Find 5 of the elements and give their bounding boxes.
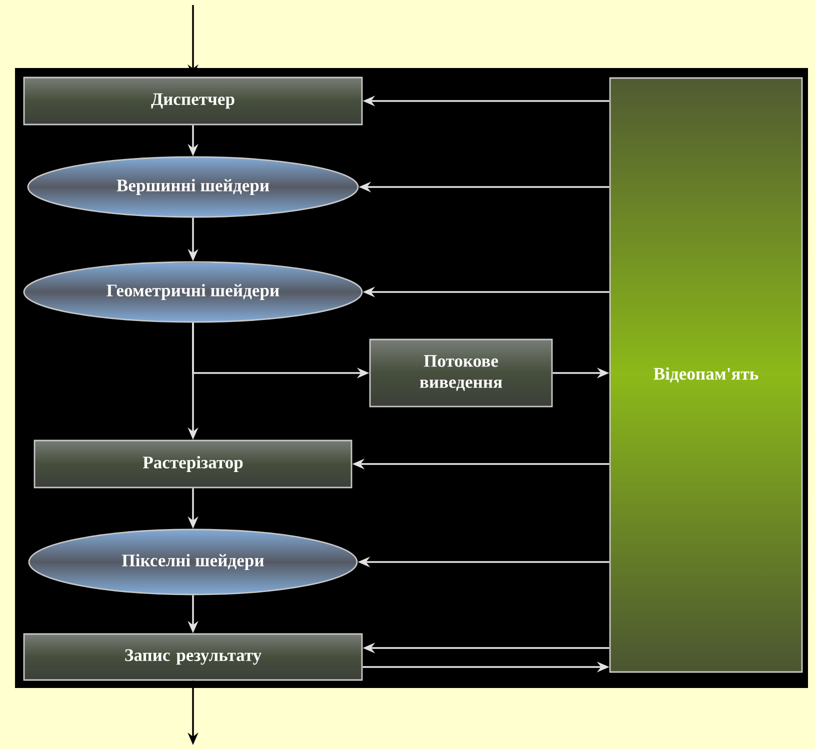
process-box: Диспетчер [23, 76, 363, 126]
process-box: Растерізатор [34, 440, 352, 488]
process-box: Потокове виведення [369, 338, 553, 408]
memory-block: Відеопам'ять [609, 77, 803, 673]
process-box: Запис результату [23, 633, 363, 681]
